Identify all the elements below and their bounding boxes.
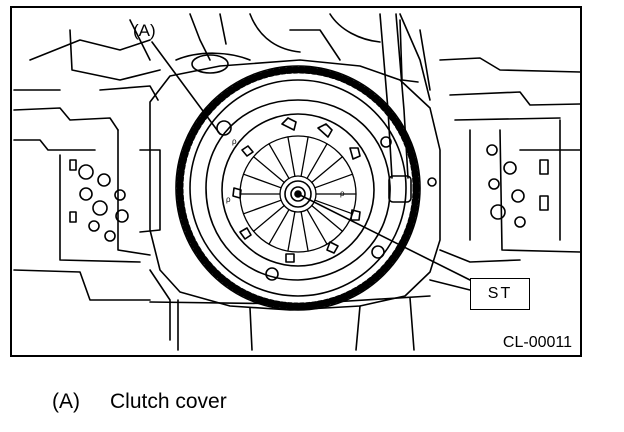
- figure-code: CL-00011: [502, 334, 572, 351]
- right-block-detail: [399, 19, 581, 291]
- svg-text:ρ: ρ: [232, 137, 237, 146]
- legend: (A) Clutch cover: [52, 391, 227, 413]
- lower-casting-lines: [177, 297, 415, 351]
- st-leader: [297, 193, 471, 281]
- flywheel-ring-gear: [175, 65, 421, 311]
- clutch-cover: ρ ρ ρ: [205, 99, 392, 281]
- legend-key: (A): [52, 390, 80, 413]
- svg-text:ρ: ρ: [226, 195, 231, 204]
- left-block-detail: [13, 19, 171, 341]
- callout-a-leader: [151, 41, 221, 135]
- legend-text: Clutch cover: [110, 390, 227, 413]
- diaphragm-spring: [239, 135, 357, 253]
- callout-a-label: (A): [133, 21, 156, 40]
- top-hoses: [175, 13, 431, 101]
- special-tool-label: ST: [470, 278, 530, 310]
- bell-housing-outline: [149, 59, 441, 311]
